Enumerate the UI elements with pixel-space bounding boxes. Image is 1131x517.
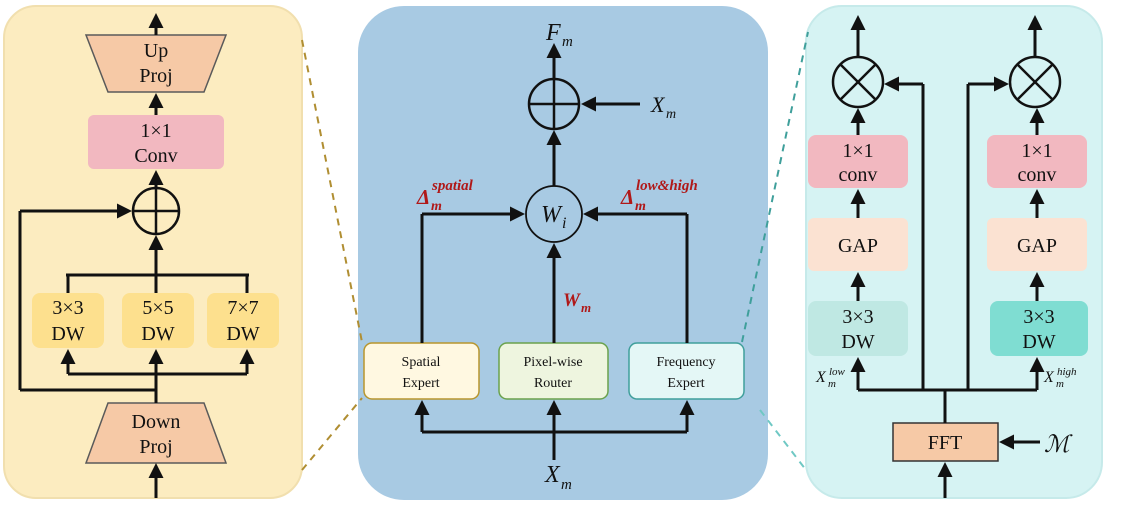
conv-right-line1: 1×1 bbox=[1021, 140, 1052, 162]
down-proj-block bbox=[84, 402, 228, 464]
left-connector-top bbox=[301, 39, 363, 343]
down-proj-line2: Proj bbox=[139, 436, 172, 458]
dw-right-line2: DW bbox=[1022, 331, 1055, 353]
x-high-base: X bbox=[1043, 369, 1055, 386]
dw5-line2: DW bbox=[141, 323, 174, 345]
fft-block bbox=[892, 422, 999, 462]
conv-right-block bbox=[987, 135, 1087, 188]
dw3-line1: 3×3 bbox=[52, 297, 83, 319]
right-panel bbox=[805, 5, 1103, 499]
left-connector-bottom bbox=[301, 397, 363, 471]
center-flow-lines bbox=[414, 43, 695, 460]
output-label: F bbox=[545, 20, 561, 46]
gap-left-label: GAP bbox=[838, 235, 878, 257]
x-low-sup: low bbox=[829, 366, 846, 378]
x-high-sup: high bbox=[1057, 366, 1077, 378]
delta-spatial-base: Δ bbox=[416, 185, 430, 209]
x-low-sub: m bbox=[828, 378, 836, 390]
mask-label: ℳ bbox=[1044, 432, 1073, 458]
dw5-block bbox=[122, 293, 194, 348]
dw-left-line1: 3×3 bbox=[842, 306, 873, 328]
up-proj-block bbox=[84, 34, 228, 93]
delta-lowhigh-base: Δ bbox=[620, 185, 634, 209]
delta-spatial-sup: spatial bbox=[431, 178, 474, 194]
output-sub: m bbox=[562, 34, 573, 50]
wm-sub: m bbox=[581, 300, 591, 315]
down-proj-line1: Down bbox=[132, 411, 181, 433]
dw-right-block bbox=[990, 301, 1088, 356]
wm-label: W bbox=[563, 290, 581, 311]
bottom-input-sub: m bbox=[561, 477, 572, 493]
conv-right-line2: conv bbox=[1018, 164, 1057, 186]
delta-lowhigh-sup: low&high bbox=[636, 178, 698, 194]
conv-left-line2: conv bbox=[839, 164, 878, 186]
conv-left-line1: 1×1 bbox=[842, 140, 873, 162]
conv-line1: 1×1 bbox=[140, 120, 171, 142]
frequency-expert-line2: Expert bbox=[667, 376, 704, 391]
dw-left-line2: DW bbox=[841, 331, 874, 353]
x-low-base: X bbox=[815, 369, 827, 386]
dw-left-block bbox=[808, 301, 908, 356]
conv-left-block bbox=[808, 135, 908, 188]
side-input-sub: m bbox=[666, 107, 676, 122]
frequency-expert-line1: Frequency bbox=[656, 355, 715, 370]
conv-block bbox=[88, 115, 224, 169]
dw-right-line1: 3×3 bbox=[1023, 306, 1054, 328]
dw7-line1: 7×7 bbox=[227, 297, 258, 319]
dw3-block bbox=[32, 293, 104, 348]
gap-left-block bbox=[808, 218, 908, 271]
router-line2: Router bbox=[534, 376, 572, 391]
dw7-line2: DW bbox=[226, 323, 259, 345]
left-panel-content: Up Proj 1×1 Conv 3×3 DW 5×5 DW 7×7 DW Do… bbox=[18, 13, 279, 498]
router-line1: Pixel-wise bbox=[523, 355, 582, 370]
left-flow-lines bbox=[18, 13, 255, 498]
x-high-sub: m bbox=[1056, 378, 1064, 390]
right-flow-lines bbox=[850, 15, 1045, 498]
center-panel-content: F m X m W i Δ m spatial Δ m low&high W m… bbox=[363, 20, 745, 493]
right-connector-top bbox=[741, 31, 809, 343]
dw5-line1: 5×5 bbox=[142, 297, 173, 319]
fft-label: FFT bbox=[928, 432, 962, 454]
delta-spatial-sub: m bbox=[431, 199, 442, 214]
spatial-expert-line1: Spatial bbox=[402, 355, 441, 370]
weight-label: W bbox=[541, 202, 563, 228]
up-proj-line2: Proj bbox=[139, 65, 172, 87]
gap-right-label: GAP bbox=[1017, 235, 1057, 257]
spatial-expert-line2: Expert bbox=[402, 376, 439, 391]
weight-sub: i bbox=[562, 215, 566, 232]
right-panel-content: 1×1 conv 1×1 conv GAP GAP 3×3 DW 3×3 DW … bbox=[808, 15, 1088, 498]
gap-right-block bbox=[987, 218, 1087, 271]
bottom-input-label: X bbox=[544, 462, 561, 488]
dw7-block bbox=[207, 293, 279, 348]
conv-line2: Conv bbox=[134, 145, 177, 167]
delta-lowhigh-sub: m bbox=[635, 199, 646, 214]
dw3-line2: DW bbox=[51, 323, 84, 345]
up-proj-line1: Up bbox=[144, 40, 168, 62]
side-input-label: X bbox=[650, 92, 666, 117]
